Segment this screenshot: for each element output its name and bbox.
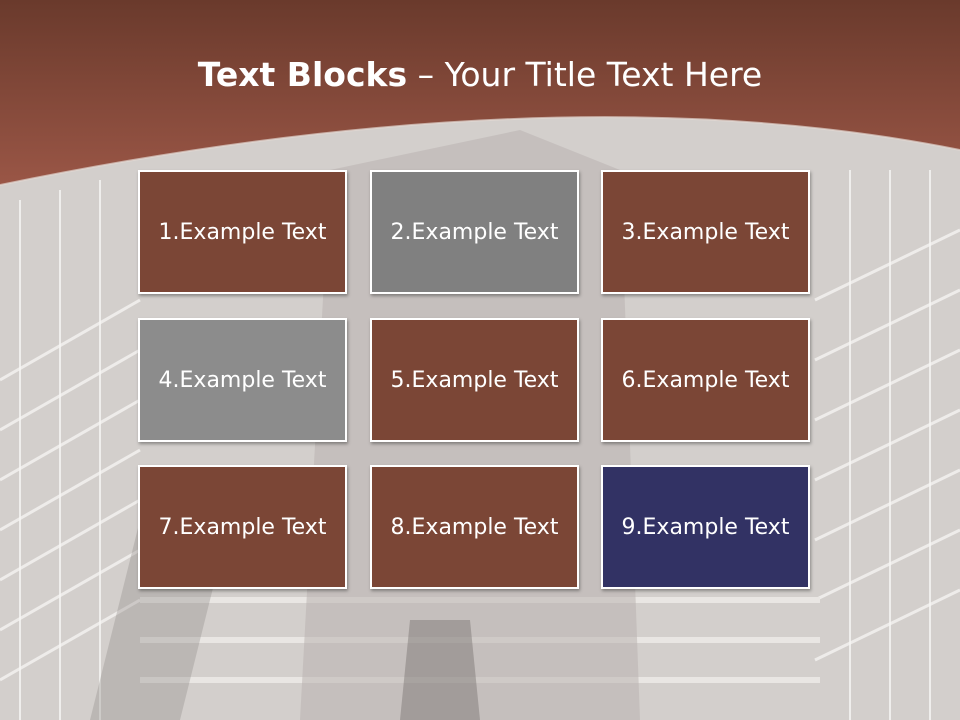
text-block-6: 6.Example Text — [601, 318, 810, 442]
title-rest: Your Title Text Here — [444, 55, 763, 94]
text-block-9-label: 9.Example Text — [621, 514, 790, 540]
text-block-4: 4.Example Text — [138, 318, 347, 442]
text-block-3: 3.Example Text — [601, 170, 810, 294]
text-block-9: 9.Example Text — [601, 465, 810, 589]
text-block-7-label: 7.Example Text — [158, 514, 327, 540]
text-block-8-label: 8.Example Text — [390, 514, 559, 540]
title-bold: Text Blocks — [197, 55, 408, 94]
text-blocks-grid: 1.Example Text 2.Example Text 3.Example … — [138, 170, 814, 594]
text-block-2: 2.Example Text — [370, 170, 579, 294]
text-block-4-label: 4.Example Text — [158, 367, 327, 393]
text-block-2-label: 2.Example Text — [390, 219, 559, 245]
text-block-6-label: 6.Example Text — [621, 367, 790, 393]
slide-title: Text Blocks – Your Title Text Here — [0, 52, 960, 98]
text-block-5-label: 5.Example Text — [390, 367, 559, 393]
text-block-1-label: 1.Example Text — [158, 219, 327, 245]
text-block-3-label: 3.Example Text — [621, 219, 790, 245]
text-block-5: 5.Example Text — [370, 318, 579, 442]
title-dash: – — [417, 55, 435, 94]
text-block-7: 7.Example Text — [138, 465, 347, 589]
text-block-1: 1.Example Text — [138, 170, 347, 294]
text-block-8: 8.Example Text — [370, 465, 579, 589]
